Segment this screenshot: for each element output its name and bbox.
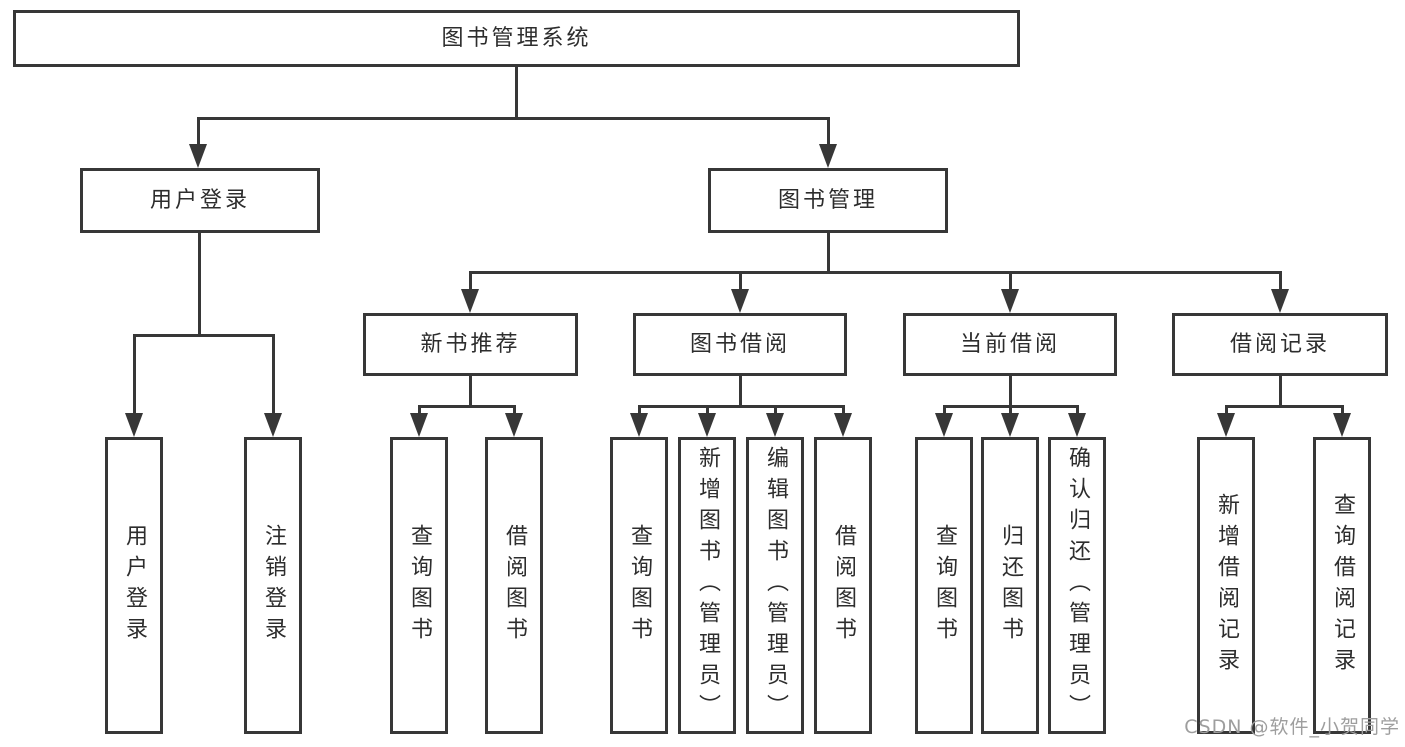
node-user-login: 用户登录 (80, 168, 320, 233)
leaf-logout-label: 注销登录 (261, 523, 286, 648)
leaf-query-borrow-record-label: 查询借阅记录 (1330, 492, 1355, 679)
connector-line (1009, 376, 1012, 407)
node-book-management-label: 图书管理 (777, 187, 878, 213)
connector-line (469, 271, 472, 291)
arrow-down-icon (1217, 413, 1235, 437)
connector-line (739, 376, 742, 407)
arrow-down-icon (766, 413, 784, 437)
connector-line (1076, 405, 1079, 415)
connector-line (1341, 405, 1344, 415)
node-root-system: 图书管理系统 (13, 10, 1020, 67)
arrow-down-icon (1068, 413, 1086, 437)
node-new-book-recommend-label: 新书推荐 (420, 331, 521, 357)
connector-line (774, 405, 777, 415)
arrow-down-icon (410, 413, 428, 437)
arrow-down-icon (834, 413, 852, 437)
connector-line (1279, 271, 1282, 291)
connector-line (1225, 405, 1228, 415)
leaf-add-books-admin: 新增图书（管理员） (678, 437, 736, 734)
connector-line (638, 405, 641, 415)
connector-line (1225, 405, 1343, 408)
connector-line (1009, 405, 1012, 415)
leaf-user-login: 用户登录 (105, 437, 163, 734)
connector-line (133, 334, 275, 337)
leaf-query-books-borrow-label: 查询图书 (627, 523, 652, 648)
arrow-down-icon (819, 144, 837, 168)
connector-line (1009, 271, 1012, 291)
connector-line (197, 117, 830, 120)
node-user-login-label: 用户登录 (149, 187, 250, 213)
connector-line (706, 405, 709, 415)
node-current-borrow-label: 当前借阅 (959, 331, 1060, 357)
node-current-borrow: 当前借阅 (903, 313, 1117, 376)
connector-line (198, 233, 201, 336)
leaf-borrow-books-recommend-label: 借阅图书 (502, 523, 527, 648)
arrow-down-icon (698, 413, 716, 437)
connector-line (469, 376, 472, 407)
connector-line (827, 117, 830, 146)
node-root-label: 图书管理系统 (441, 25, 592, 51)
node-book-borrow-label: 图书借阅 (689, 331, 790, 357)
connector-line (197, 117, 200, 146)
node-borrow-records-label: 借阅记录 (1229, 331, 1330, 357)
connector-line (133, 334, 136, 417)
arrow-down-icon (1271, 289, 1289, 313)
leaf-edit-books-admin: 编辑图书（管理员） (746, 437, 804, 734)
connector-line (842, 405, 845, 415)
leaf-edit-books-admin-label: 编辑图书（管理员） (763, 446, 788, 725)
leaf-query-books-recommend: 查询图书 (390, 437, 448, 734)
connector-line (943, 405, 946, 415)
arrow-down-icon (935, 413, 953, 437)
leaf-logout: 注销登录 (244, 437, 302, 734)
arrow-down-icon (189, 144, 207, 168)
leaf-borrow-books-label: 借阅图书 (831, 523, 856, 648)
connector-line (739, 271, 742, 291)
leaf-query-books-current-label: 查询图书 (932, 523, 957, 648)
arrow-down-icon (505, 413, 523, 437)
arrow-down-icon (264, 413, 282, 437)
leaf-query-books-current: 查询图书 (915, 437, 973, 734)
leaf-add-borrow-record-label: 新增借阅记录 (1214, 492, 1239, 679)
connector-line (638, 405, 845, 408)
arrow-down-icon (731, 289, 749, 313)
node-book-borrow: 图书借阅 (633, 313, 847, 376)
connector-line (418, 405, 516, 408)
leaf-return-books-label: 归还图书 (998, 523, 1023, 648)
leaf-query-books-borrow: 查询图书 (610, 437, 668, 734)
leaf-query-books-recommend-label: 查询图书 (407, 523, 432, 648)
connector-line (272, 334, 275, 417)
leaf-confirm-return-admin-label: 确认归还（管理员） (1065, 446, 1090, 725)
leaf-user-login-label: 用户登录 (122, 523, 147, 648)
arrow-down-icon (1001, 413, 1019, 437)
connector-line (513, 405, 516, 415)
arrow-down-icon (1001, 289, 1019, 313)
arrow-down-icon (630, 413, 648, 437)
leaf-return-books: 归还图书 (981, 437, 1039, 734)
leaf-add-books-admin-label: 新增图书（管理员） (695, 446, 720, 725)
node-book-management: 图书管理 (708, 168, 948, 233)
connector-line (1279, 376, 1282, 407)
node-new-book-recommend: 新书推荐 (363, 313, 578, 376)
leaf-borrow-books-recommend: 借阅图书 (485, 437, 543, 734)
leaf-query-borrow-record: 查询借阅记录 (1313, 437, 1371, 734)
arrow-down-icon (125, 413, 143, 437)
leaf-borrow-books: 借阅图书 (814, 437, 872, 734)
arrow-down-icon (1333, 413, 1351, 437)
leaf-confirm-return-admin: 确认归还（管理员） (1048, 437, 1106, 734)
leaf-add-borrow-record: 新增借阅记录 (1197, 437, 1255, 734)
connector-line (469, 271, 1282, 274)
connector-line (827, 233, 830, 273)
watermark: CSDN @软件_小贺同学 (1184, 716, 1400, 738)
arrow-down-icon (461, 289, 479, 313)
connector-line (418, 405, 421, 415)
connector-line (515, 67, 518, 118)
node-borrow-records: 借阅记录 (1172, 313, 1388, 376)
